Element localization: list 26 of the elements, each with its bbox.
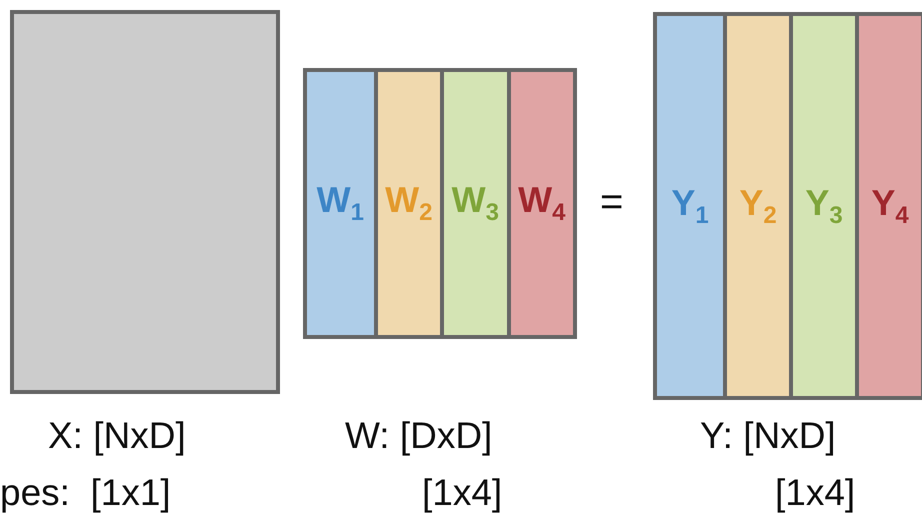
matrix-column xyxy=(374,72,440,335)
dimension-label: Y: [NxD] xyxy=(700,415,836,457)
matrix-block xyxy=(303,68,577,339)
matrix-column xyxy=(789,16,855,396)
matrix-block xyxy=(10,10,280,394)
matrix-column xyxy=(723,16,789,396)
column-label: Y$_{1}$ xyxy=(671,182,709,230)
column-label: Y$_{2}$ xyxy=(739,182,777,230)
column-label: W$_{1}$ xyxy=(316,179,364,228)
dimension-label: X: [NxD] xyxy=(48,415,186,457)
matrix-column xyxy=(657,16,723,396)
shape-label: [1x4] xyxy=(775,472,856,514)
shape-label: [1x4] xyxy=(422,472,502,514)
matrix-column xyxy=(855,16,921,396)
column-label: Y$_{3}$ xyxy=(805,182,843,230)
matrix-block xyxy=(653,12,922,400)
column-label: W$_{3}$ xyxy=(452,179,499,228)
matrix-column xyxy=(307,72,374,335)
column-label: W$_{4}$ xyxy=(518,179,566,228)
equals-sign: = xyxy=(600,180,624,225)
column-label: W$_{2}$ xyxy=(385,179,432,228)
matrix-column xyxy=(506,72,573,335)
matrix-column xyxy=(440,72,506,335)
dimension-label: W: [DxD] xyxy=(345,415,492,457)
column-label: Y$_{4}$ xyxy=(871,182,909,230)
shape-label: pes: [1x1] xyxy=(0,472,171,514)
